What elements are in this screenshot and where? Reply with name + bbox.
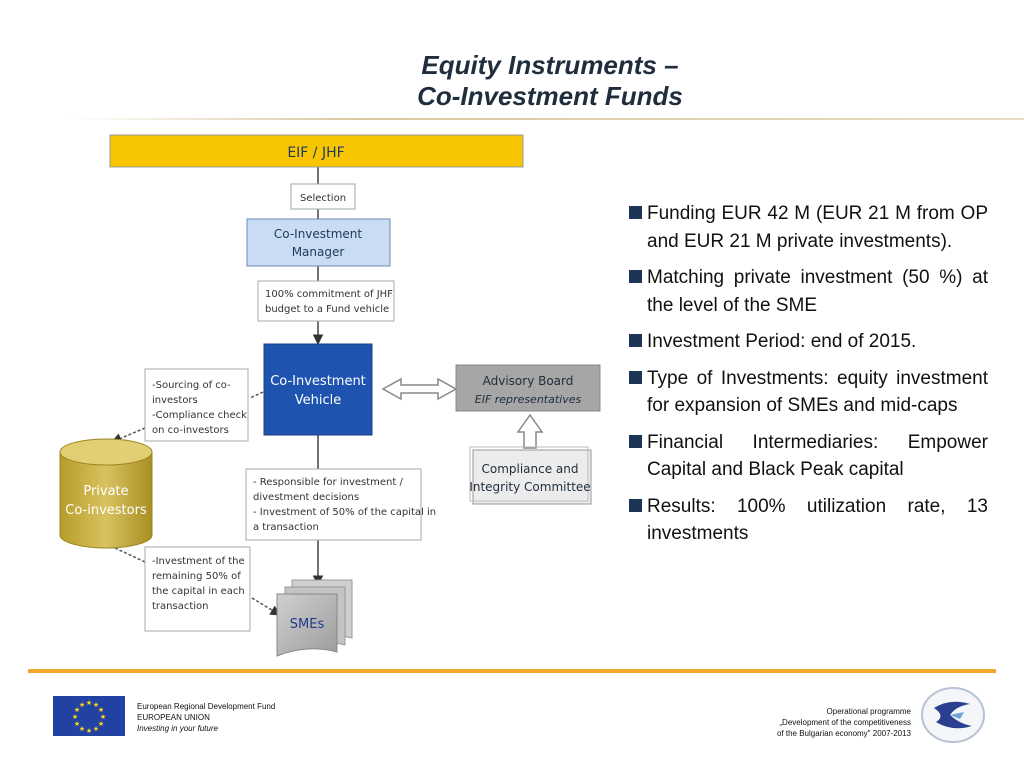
smes-label: SMEs (290, 617, 325, 632)
commitment-note: 100% commitment of JHF budget to a Fund … (257, 280, 395, 322)
title-divider (70, 118, 1024, 120)
slide-title: Equity Instruments – Co-Investment Funds (0, 50, 1024, 112)
bullet-text: Financial Intermediaries: Empower Capita… (647, 431, 988, 481)
svg-text:★: ★ (72, 713, 78, 721)
responsible-note: - Responsible for investment / divestmen… (245, 468, 436, 541)
sourcing-line-2: investors (152, 395, 198, 406)
manager-label-line-1: Co-Investment (274, 227, 363, 241)
sourcing-line-4: on co-investors (152, 425, 229, 436)
bullet-square-icon (629, 370, 642, 384)
svg-text:★: ★ (98, 706, 104, 714)
sourcing-note: -Sourcing of co- investors -Compliance c… (144, 368, 249, 442)
sourcing-line-1: -Sourcing of co- (152, 380, 231, 391)
erdf-line-1: European Regional Development Fund (137, 702, 276, 711)
svg-text:★: ★ (93, 701, 99, 709)
bullet-period: Investment Period: end of 2015. (628, 328, 988, 356)
compliance-label-line-2: Integrity Committee (469, 480, 590, 494)
bullet-matching: Matching private investment (50 %) at th… (628, 264, 988, 319)
erdf-caption: European Regional Development Fund EUROP… (137, 701, 275, 734)
eu-flag-logo: ★★★ ★★★ ★★★ ★★★ (53, 696, 125, 736)
double-arrow (381, 377, 458, 401)
private-label-line-1: Private (83, 484, 128, 499)
operational-programme-caption: Operational programme „Development of th… (777, 706, 911, 739)
op-line-1: Operational programme (826, 707, 911, 716)
svg-text:★: ★ (74, 706, 80, 714)
connector-lines (111, 166, 324, 616)
selection-label: Selection (300, 193, 346, 204)
eu-stars-icon: ★★★ ★★★ ★★★ ★★★ (72, 699, 106, 735)
title-line-1: Equity Instruments – (421, 50, 679, 80)
erdf-line-3: Investing in your future (137, 724, 218, 733)
advisory-label-line-1: Advisory Board (483, 374, 574, 388)
advisory-label-line-2: EIF representatives (475, 393, 582, 406)
svg-text:★: ★ (79, 701, 85, 709)
bullet-type: Type of Investments: equity investment f… (628, 365, 988, 420)
bullet-results: Results: 100% utilization rate, 13 inves… (628, 493, 988, 548)
bullet-square-icon (629, 498, 642, 512)
co-investment-vehicle-box: Co-Investment Vehicle (263, 343, 373, 436)
vehicle-label-line-2: Vehicle (295, 393, 342, 408)
smes-document-stack: SMEs (276, 579, 353, 657)
bullet-intermediaries: Financial Intermediaries: Empower Capita… (628, 429, 988, 484)
title-line-2: Co-Investment Funds (417, 81, 683, 111)
bullet-text: Matching private investment (50 %) at th… (647, 267, 988, 316)
op-line-3: of the Bulgarian economy" 2007-2013 (776, 729, 911, 738)
responsible-line-2: divestment decisions (253, 492, 359, 503)
co-investment-manager-box: Co-Investment Manager (246, 218, 391, 267)
private-co-investors-cylinder: Private Co-investors (59, 438, 153, 549)
remaining-note: -Investment of the remaining 50% of the … (144, 546, 251, 632)
sourcing-line-3: -Compliance check (152, 410, 247, 421)
svg-text:★: ★ (86, 727, 92, 735)
remaining-line-3: the capital in each (152, 586, 245, 597)
compliance-label-line-1: Compliance and (481, 462, 578, 476)
responsible-line-4: a transaction (253, 522, 319, 533)
erdf-line-2: EUROPEAN UNION (137, 713, 210, 722)
svg-text:★: ★ (86, 699, 92, 707)
bullet-square-icon (629, 434, 642, 448)
bullet-text: Investment Period: end of 2015. (647, 331, 917, 352)
op-line-2: „Development of the competitiveness (779, 718, 911, 727)
commitment-line-2: budget to a Fund vehicle (265, 304, 389, 315)
eif-jhf-box: EIF / JHF (109, 134, 524, 168)
key-facts-list: Funding EUR 42 M (EUR 21 M from OP and E… (628, 200, 988, 557)
manager-label-line-2: Manager (292, 245, 345, 259)
svg-text:★: ★ (93, 725, 99, 733)
bullet-text: Funding EUR 42 M (EUR 21 M from OP and E… (647, 203, 988, 252)
vehicle-label-line-1: Co-Investment (270, 374, 366, 389)
responsible-line-3: - Investment of 50% of the capital in (253, 507, 436, 518)
remaining-line-2: remaining 50% of (152, 571, 241, 582)
responsible-line-1: - Responsible for investment / (253, 477, 403, 488)
co-investment-diagram: EIF / JHF Selection Co-Investment Manage… (59, 134, 601, 657)
remaining-line-4: transaction (152, 601, 209, 612)
private-label-line-2: Co-investors (65, 503, 147, 518)
eif-jhf-label: EIF / JHF (287, 145, 344, 161)
advisory-board-box: Advisory Board EIF representatives (455, 364, 601, 412)
bullet-funding: Funding EUR 42 M (EUR 21 M from OP and E… (628, 200, 988, 255)
bullet-text: Type of Investments: equity investment f… (647, 367, 988, 417)
svg-text:★: ★ (100, 713, 106, 721)
bullet-square-icon (629, 334, 642, 347)
remaining-line-1: -Investment of the (152, 556, 245, 567)
svg-text:★: ★ (98, 720, 104, 728)
compliance-committee-box: Compliance and Integrity Committee (469, 446, 592, 505)
svg-text:★: ★ (79, 725, 85, 733)
up-arrow (516, 413, 544, 449)
bullet-text: Results: 100% utilization rate, 13 inves… (647, 495, 988, 545)
bullet-square-icon (629, 270, 642, 283)
footer-divider (28, 669, 996, 673)
svg-text:★: ★ (74, 720, 80, 728)
selection-box: Selection (290, 183, 356, 210)
commitment-line-1: 100% commitment of JHF (265, 289, 393, 300)
bullet-square-icon (629, 206, 642, 219)
op-competitiveness-logo (921, 687, 985, 743)
